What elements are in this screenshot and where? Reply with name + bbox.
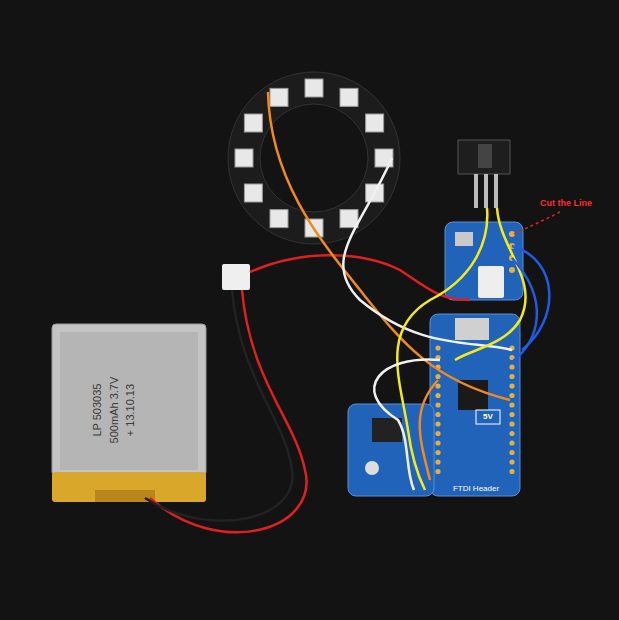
header-pin [435, 412, 440, 417]
header-pin [435, 450, 440, 455]
header-pin [435, 402, 440, 407]
slide-switch [458, 140, 510, 208]
header-pin [435, 393, 440, 398]
battery-label: LP 503035 [92, 383, 104, 436]
header-pin [509, 440, 514, 445]
cut-marker [514, 212, 560, 234]
header-pin [509, 412, 514, 417]
header-pin [435, 383, 440, 388]
led-pixel [270, 210, 288, 228]
led-pixel [270, 88, 288, 106]
lipo-battery [52, 264, 250, 502]
led-pixel [340, 210, 358, 228]
microcontroller-board [430, 314, 520, 496]
battery-label: 500mAh 3.7V [108, 377, 120, 444]
header-pin [509, 402, 514, 407]
silkscreen-label: 5V [483, 413, 493, 422]
header-pin [509, 374, 514, 379]
led-pixel [366, 114, 384, 132]
header-pin [509, 383, 514, 388]
header-pin [435, 459, 440, 464]
header-pin [435, 469, 440, 474]
header-pin [509, 364, 514, 369]
silkscreen-label: FTDI Header [453, 485, 499, 494]
charger-board [445, 222, 523, 300]
led-pixel [235, 149, 253, 167]
callout-note: Cut the Line [540, 199, 592, 209]
header-pin [509, 459, 514, 464]
led-pixel [244, 184, 262, 202]
led-ring [228, 72, 400, 244]
led-pixel [305, 79, 323, 97]
header-pin [509, 431, 514, 436]
header-pin [435, 345, 440, 350]
header-pin [509, 469, 514, 474]
header-pin [509, 421, 514, 426]
led-pixel [244, 114, 262, 132]
header-pin [435, 431, 440, 436]
header-pin [435, 374, 440, 379]
battery-label: + 13.10.13 [124, 384, 136, 436]
header-pin [509, 393, 514, 398]
led-pixel [340, 88, 358, 106]
header-pin [435, 440, 440, 445]
header-pin [509, 450, 514, 455]
header-pin [435, 421, 440, 426]
wires [250, 92, 549, 490]
